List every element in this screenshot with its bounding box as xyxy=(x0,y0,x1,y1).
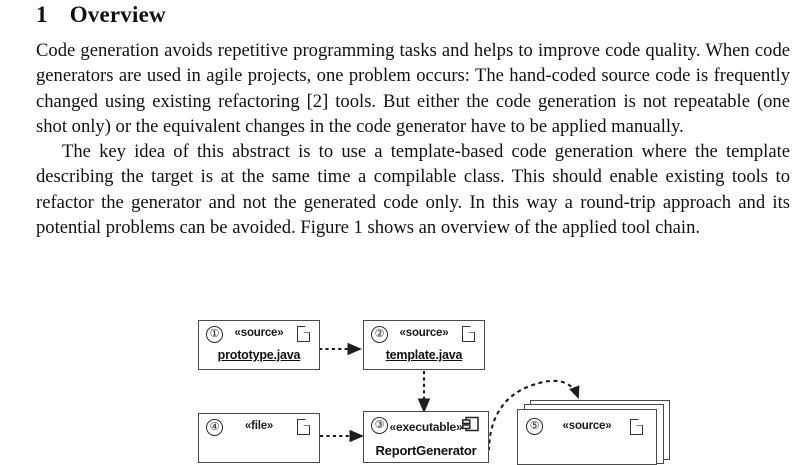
page-title: 1 Overview xyxy=(36,2,166,28)
node-number-1: ① xyxy=(206,326,223,343)
document-icon xyxy=(462,325,476,342)
node-stereotype-5: «source» xyxy=(562,420,612,432)
node-stereotype-2: «source» xyxy=(399,327,449,339)
diagram-connectors xyxy=(319,342,580,450)
node-stereotype-4: «file» xyxy=(244,420,274,432)
node-name-3: ReportGenerator xyxy=(375,443,477,458)
document-icon xyxy=(297,418,311,435)
node-stereotype-3: «executable» xyxy=(389,420,463,434)
diagram-node-3[interactable]: ③ «executable» ReportGenerator xyxy=(363,411,489,463)
diagram-node-2[interactable]: ② «source» template.java xyxy=(363,320,485,370)
document-page: 1 Overview Code generation avoids repetit… xyxy=(0,0,800,450)
node-name-1: prototype.java xyxy=(217,348,301,362)
paragraph-2: The key idea of this abstract is to use … xyxy=(36,141,790,239)
node-name-2: template.java xyxy=(385,348,463,362)
figure-toolchain-diagram: ① «source» prototype.java ② «source» tem… xyxy=(0,305,800,465)
body-text: Code generation avoids repetitive progra… xyxy=(36,38,790,240)
section-title: Overview xyxy=(69,2,166,27)
node-stereotype-1: «source» xyxy=(234,327,284,339)
section-number: 1 xyxy=(36,2,48,27)
document-icon xyxy=(297,325,311,342)
node-number-5: ⑤ xyxy=(526,418,543,435)
diagram-node-1[interactable]: ① «source» prototype.java xyxy=(198,320,320,370)
diagram-node-5[interactable]: ⑤ «source» xyxy=(512,400,672,465)
node-number-3: ③ xyxy=(371,417,388,434)
stack-layer-front xyxy=(517,409,657,465)
component-icon xyxy=(462,416,480,433)
node-number-2: ② xyxy=(371,326,388,343)
node-number-4: ④ xyxy=(206,419,223,436)
document-icon xyxy=(630,418,644,435)
paragraph-1: Code generation avoids repetitive progra… xyxy=(36,40,790,137)
diagram-node-4[interactable]: ④ «file» xyxy=(198,413,320,463)
connector-executable-to-sources xyxy=(487,379,580,450)
